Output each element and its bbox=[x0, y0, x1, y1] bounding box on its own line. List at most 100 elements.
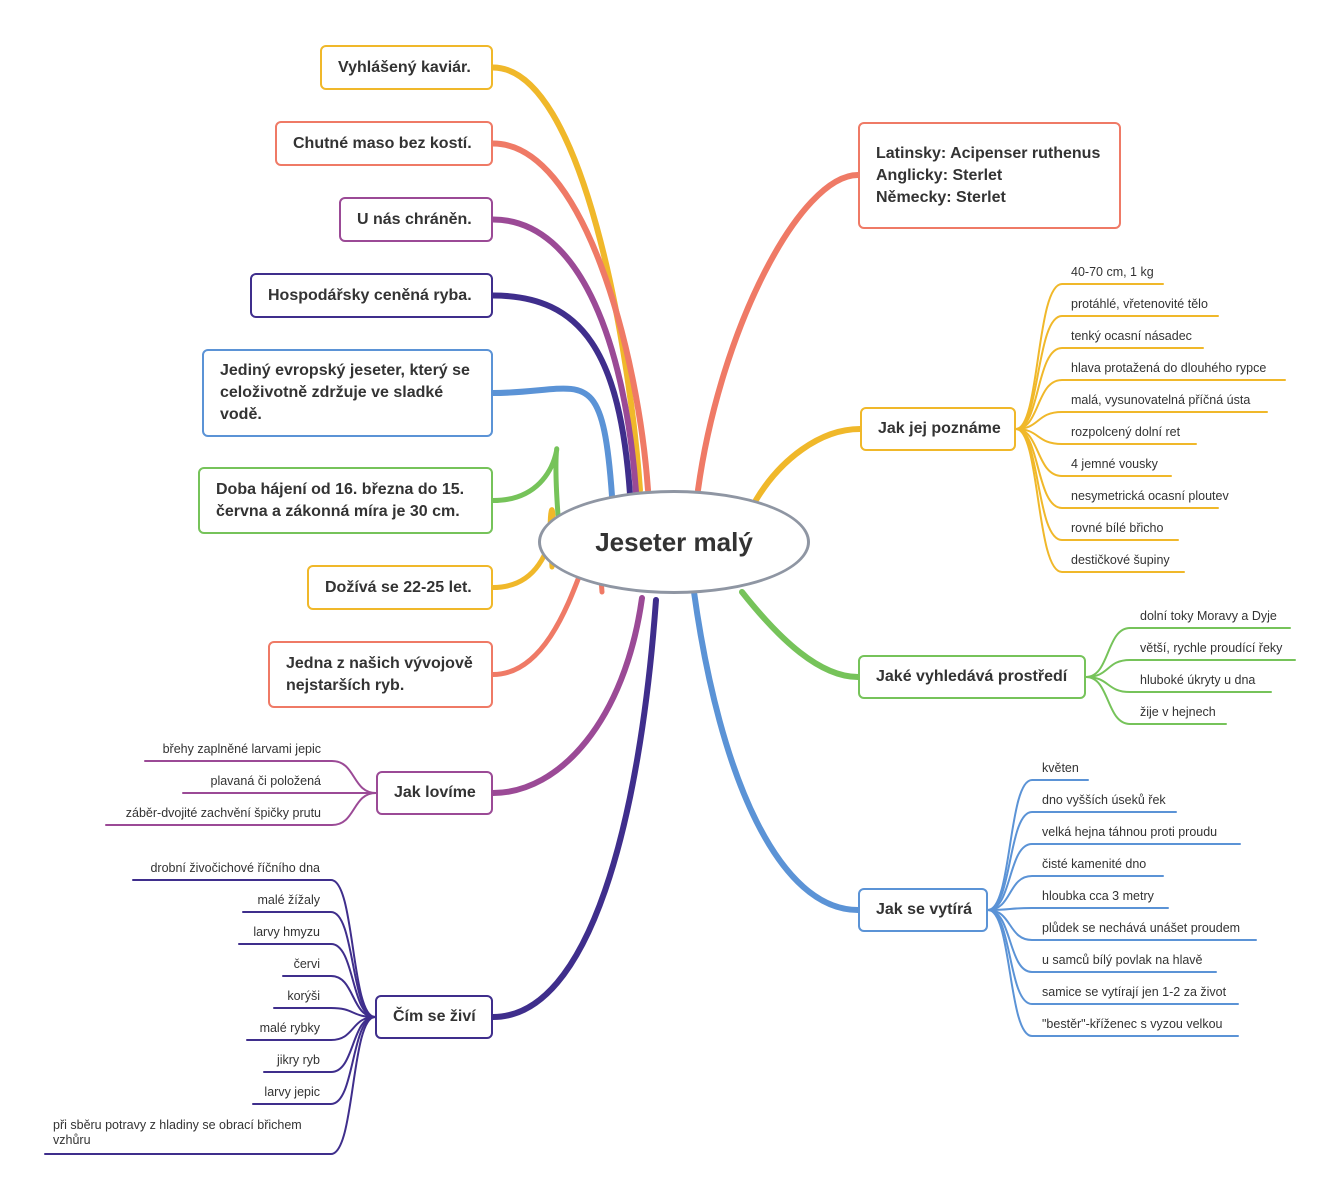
habitat-item-2[interactable]: větší, rychle proudící řeky bbox=[1140, 641, 1283, 655]
branch-food bbox=[490, 597, 659, 1020]
topic-fishing-label: Jak lovíme bbox=[394, 784, 476, 801]
branch-names bbox=[695, 172, 861, 493]
recognize-item-2[interactable]: protáhlé, vřetenovité tělo bbox=[1071, 297, 1208, 311]
spawning-item-4[interactable]: čisté kamenité dno bbox=[1042, 857, 1147, 871]
left-topic-4-label: Hospodářsky ceněná ryba. bbox=[268, 286, 472, 304]
spawning-item-7[interactable]: u samců bílý povlak na hlavě bbox=[1042, 953, 1203, 967]
recognize-item-6[interactable]: rozpolcený dolní ret bbox=[1071, 425, 1181, 439]
branch-fishing bbox=[490, 595, 645, 796]
food-item-line-4 bbox=[282, 975, 376, 1018]
fishing-item-3[interactable]: záběr-dvojité zachvění špičky prutu bbox=[125, 806, 321, 820]
recognize-item-8[interactable]: nesymetrická ocasní ploutev bbox=[1071, 489, 1229, 503]
left-topic-5-label: Jediný evropský jeseter, který se celoži… bbox=[220, 362, 470, 423]
habitat-item-line-2 bbox=[1085, 659, 1296, 678]
topic-recognize-label: Jak jej poznáme bbox=[878, 420, 1001, 437]
topic-spawning-label: Jak se vytírá bbox=[876, 901, 973, 918]
spawning-item-line-2 bbox=[987, 811, 1177, 911]
topic-habitat[interactable]: Jaké vyhledává prostředí bbox=[858, 655, 1086, 699]
left-topic-3-label: U nás chráněn. bbox=[357, 210, 472, 228]
names-box[interactable]: Latinsky: Acipenser ruthenus Anglicky: S… bbox=[858, 122, 1121, 229]
food-item-4[interactable]: červi bbox=[293, 957, 320, 971]
recognize-item-7[interactable]: 4 jemné vousky bbox=[1071, 457, 1158, 471]
branch-left-1 bbox=[490, 64, 643, 493]
spawning-item-9[interactable]: "bestěr"-kříženec s vyzou velkou bbox=[1042, 1017, 1223, 1031]
spawning-item-1[interactable]: květen bbox=[1042, 761, 1079, 775]
spawning-item-line-5 bbox=[987, 907, 1169, 911]
recognize-item-line-4 bbox=[1015, 379, 1286, 430]
spawning-item-line-3 bbox=[987, 843, 1241, 911]
topic-food[interactable]: Čím se živí bbox=[375, 995, 493, 1039]
topic-food-label: Čím se živí bbox=[393, 1008, 476, 1025]
left-topic-6[interactable]: Doba hájení od 16. března do 15. června … bbox=[198, 467, 493, 534]
topic-recognize[interactable]: Jak jej poznáme bbox=[860, 407, 1016, 451]
recognize-item-line-6 bbox=[1015, 428, 1197, 445]
food-item-line-3 bbox=[238, 943, 376, 1018]
recognize-item-1[interactable]: 40-70 cm, 1 kg bbox=[1071, 265, 1154, 279]
food-item-9[interactable]: při sběru potravy z hladiny se obrací bř… bbox=[53, 1118, 302, 1147]
recognize-item-line-2 bbox=[1015, 315, 1219, 430]
central-topic[interactable]: Jeseter malý bbox=[538, 490, 810, 594]
topic-habitat-label: Jaké vyhledává prostředí bbox=[876, 668, 1068, 685]
branch-left-3 bbox=[490, 216, 639, 495]
recognize-item-line-3 bbox=[1015, 347, 1204, 430]
food-item-5[interactable]: korýši bbox=[287, 989, 320, 1003]
spawning-item-line-1 bbox=[987, 779, 1089, 911]
fishing-item-line-1 bbox=[144, 760, 377, 794]
left-topic-1-label: Vyhlášený kaviár. bbox=[338, 58, 471, 76]
recognize-item-line-5 bbox=[1015, 411, 1268, 430]
left-topic-6-label: Doba hájení od 16. března do 15. června … bbox=[216, 480, 465, 520]
left-topic-4[interactable]: Hospodářsky ceněná ryba. bbox=[250, 273, 493, 318]
left-topic-7-label: Dožívá se 22-25 let. bbox=[325, 578, 472, 596]
recognize-item-4[interactable]: hlava protažená do dlouhého rypce bbox=[1071, 361, 1267, 375]
topic-spawning[interactable]: Jak se vytírá bbox=[858, 888, 988, 932]
spawning-item-6[interactable]: plůdek se nechává unášet proudem bbox=[1042, 921, 1241, 935]
names-box-label: Latinsky: Acipenser ruthenus Anglicky: S… bbox=[876, 144, 1101, 206]
food-item-1[interactable]: drobní živočichové říčního dna bbox=[150, 861, 320, 875]
food-item-line-9 bbox=[44, 1016, 376, 1155]
recognize-item-9[interactable]: rovné bílé břicho bbox=[1071, 521, 1164, 535]
food-item-2[interactable]: malé žížaly bbox=[257, 893, 320, 907]
left-topic-5[interactable]: Jediný evropský jeseter, který se celoži… bbox=[202, 349, 493, 437]
spawning-item-line-4 bbox=[987, 875, 1164, 911]
left-topic-8-label: Jedna z našich vývojově nejstarších ryb. bbox=[286, 654, 473, 694]
branch-recognize bbox=[753, 426, 863, 503]
spawning-item-8[interactable]: samice se vytírají jen 1-2 za život bbox=[1042, 985, 1227, 999]
habitat-item-line-4 bbox=[1085, 676, 1227, 725]
spawning-item-2[interactable]: dno vyšších úseků řek bbox=[1042, 793, 1166, 807]
branch-habitat bbox=[739, 589, 861, 680]
left-topic-1[interactable]: Vyhlášený kaviár. bbox=[320, 45, 493, 90]
habitat-item-3[interactable]: hluboké úkryty u dna bbox=[1140, 673, 1256, 687]
branch-left-2 bbox=[490, 140, 651, 493]
recognize-item-3[interactable]: tenký ocasní násadec bbox=[1071, 329, 1192, 343]
left-topic-3[interactable]: U nás chráněn. bbox=[339, 197, 493, 242]
branch-left-5 bbox=[490, 385, 615, 499]
habitat-item-line-1 bbox=[1085, 627, 1291, 678]
food-item-3[interactable]: larvy hmyzu bbox=[253, 925, 320, 939]
food-item-line-1 bbox=[132, 879, 376, 1018]
left-topic-2-label: Chutné maso bez kostí. bbox=[293, 134, 472, 152]
food-item-7[interactable]: jikry ryb bbox=[276, 1053, 320, 1067]
recognize-item-10[interactable]: destičkové šupiny bbox=[1071, 553, 1170, 567]
recognize-item-5[interactable]: malá, vysunovatelná příčná ústa bbox=[1071, 393, 1251, 407]
fishing-item-2[interactable]: plavaná či položená bbox=[210, 774, 322, 788]
food-item-8[interactable]: larvy jepic bbox=[264, 1085, 320, 1099]
central-topic-label: Jeseter malý bbox=[595, 526, 753, 557]
fishing-item-line-3 bbox=[105, 792, 377, 826]
left-topic-8[interactable]: Jedna z našich vývojově nejstarších ryb. bbox=[268, 641, 493, 708]
left-topic-7[interactable]: Dožívá se 22-25 let. bbox=[307, 565, 493, 610]
branch-left-6 bbox=[490, 446, 561, 518]
branch-left-4 bbox=[490, 292, 633, 497]
spawning-item-3[interactable]: velká hejna táhnou proti proudu bbox=[1042, 825, 1218, 839]
fishing-item-1[interactable]: břehy zaplněné larvami jepic bbox=[162, 742, 321, 756]
food-item-6[interactable]: malé rybky bbox=[259, 1021, 320, 1035]
branch-spawning bbox=[691, 589, 861, 913]
left-topic-2[interactable]: Chutné maso bez kostí. bbox=[275, 121, 493, 166]
habitat-item-4[interactable]: žije v hejnech bbox=[1140, 705, 1216, 719]
spawning-item-line-9 bbox=[987, 909, 1239, 1037]
spawning-item-5[interactable]: hloubka cca 3 metry bbox=[1042, 889, 1154, 903]
recognize-item-line-10 bbox=[1015, 428, 1185, 573]
topic-fishing[interactable]: Jak lovíme bbox=[376, 771, 493, 815]
food-item-line-2 bbox=[242, 911, 376, 1018]
habitat-item-1[interactable]: dolní toky Moravy a Dyje bbox=[1140, 609, 1277, 623]
